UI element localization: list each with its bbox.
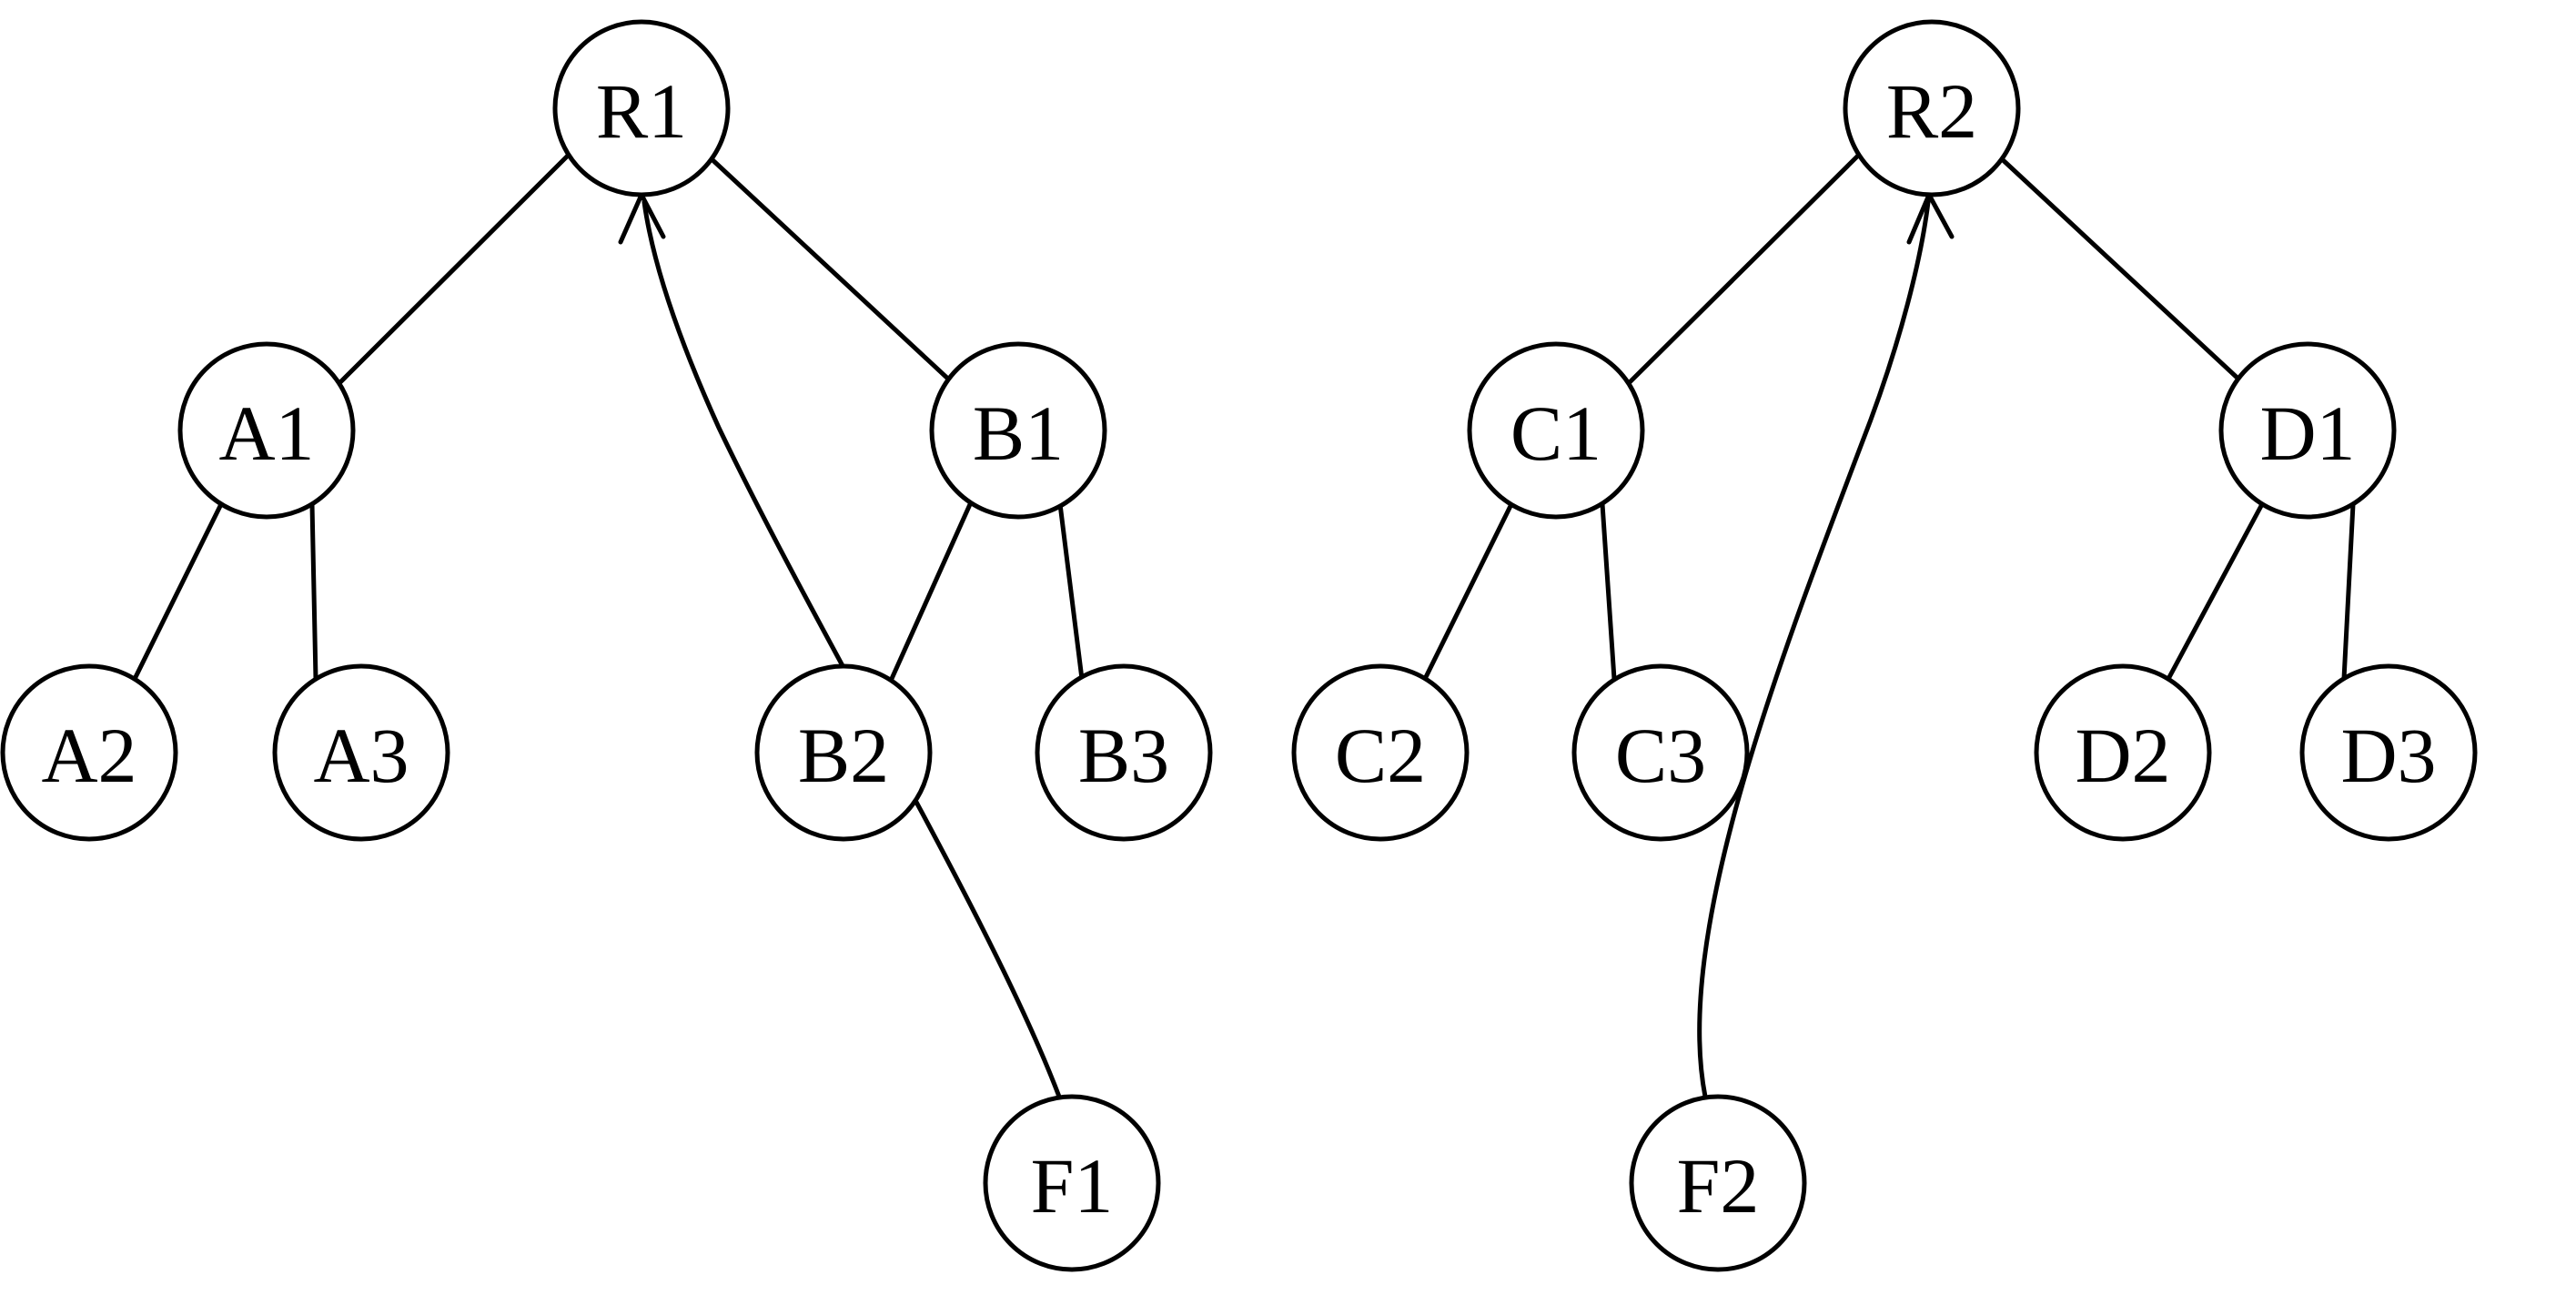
node-label-a3: A3 — [313, 712, 409, 799]
graph-node-c3[interactable]: C3 — [1571, 663, 1750, 842]
graph-edge-b1-b3 — [1057, 501, 1085, 682]
node-circle-b2[interactable] — [754, 663, 933, 842]
node-label-d1: D1 — [2259, 390, 2355, 477]
node-label-b2: B2 — [798, 712, 889, 799]
node-circle-d1[interactable] — [2218, 341, 2397, 520]
graph-node-a1[interactable]: A1 — [177, 341, 356, 520]
node-label-f1: F1 — [1031, 1142, 1114, 1229]
edges-layer — [132, 152, 2356, 1099]
node-circle-r1[interactable] — [552, 19, 731, 197]
graph-edge-a1-a3 — [309, 501, 318, 682]
graph-edge-d1-d2 — [2166, 501, 2265, 682]
graph-node-d2[interactable]: D2 — [2034, 663, 2212, 842]
node-label-b1: B1 — [973, 390, 1064, 477]
graph-node-f1[interactable]: F1 — [983, 1094, 1161, 1272]
node-label-b3: B3 — [1078, 712, 1169, 799]
graph-node-c2[interactable]: C2 — [1291, 663, 1470, 842]
graph-edge-b1-b2 — [888, 500, 974, 683]
node-circle-c3[interactable] — [1571, 663, 1750, 842]
graph-edge-r1-b1 — [706, 154, 955, 385]
node-circle-c2[interactable] — [1291, 663, 1470, 842]
node-circle-f2[interactable] — [1629, 1094, 1807, 1272]
node-label-f2: F2 — [1677, 1142, 1760, 1229]
node-label-r2: R2 — [1886, 67, 1977, 155]
node-label-d3: D3 — [2340, 712, 2436, 799]
node-label-c2: C2 — [1335, 712, 1426, 799]
node-circle-b3[interactable] — [1035, 663, 1213, 842]
node-circle-f1[interactable] — [983, 1094, 1161, 1272]
graph-node-d3[interactable]: D3 — [2299, 663, 2478, 842]
graph-node-c1[interactable]: C1 — [1467, 341, 1645, 520]
node-circle-c1[interactable] — [1467, 341, 1645, 520]
node-circle-r2[interactable] — [1843, 19, 2021, 197]
node-label-c3: C3 — [1615, 712, 1706, 799]
node-label-c1: C1 — [1510, 390, 1601, 477]
node-circle-a2[interactable] — [0, 663, 178, 842]
node-circle-b1[interactable] — [929, 341, 1107, 520]
graph-node-b2[interactable]: B2 — [754, 663, 933, 842]
graph-edge-d1-d3 — [2341, 501, 2356, 682]
graph-node-f2[interactable]: F2 — [1629, 1094, 1807, 1272]
node-label-a2: A2 — [41, 712, 136, 799]
graph-node-a2[interactable]: A2 — [0, 663, 178, 842]
graph-node-b3[interactable]: B3 — [1035, 663, 1213, 842]
arrowhead-icon-r1 — [618, 192, 666, 245]
node-circle-d3[interactable] — [2299, 663, 2478, 842]
node-circle-d2[interactable] — [2034, 663, 2212, 842]
graph-edge-r2-c1 — [1626, 152, 1862, 386]
graph-node-b1[interactable]: B1 — [929, 341, 1107, 520]
graph-edge-f2-r2 — [1697, 199, 1931, 1099]
arrowhead-icon-r2 — [1906, 192, 1955, 245]
node-label-a1: A1 — [218, 390, 314, 477]
node-label-d2: D2 — [2075, 712, 2170, 799]
graph-edge-a1-a2 — [132, 501, 224, 682]
graph-edge-f1-r1 — [641, 199, 1062, 1099]
graph-node-d1[interactable]: D1 — [2218, 341, 2397, 520]
graph-edge-r1-a1 — [337, 152, 571, 386]
node-circle-a1[interactable] — [177, 341, 356, 520]
graph-node-r2[interactable]: R2 — [1843, 19, 2021, 197]
arrowheads-layer — [618, 192, 1955, 245]
graph-node-a3[interactable]: A3 — [272, 663, 450, 842]
graph-node-r1[interactable]: R1 — [552, 19, 731, 197]
graph-edge-c1-c3 — [1600, 501, 1617, 682]
graph-edge-c1-c2 — [1422, 501, 1514, 682]
node-circle-a3[interactable] — [272, 663, 450, 842]
node-label-r1: R1 — [596, 67, 687, 155]
graph-edge-r2-d1 — [1996, 154, 2245, 385]
